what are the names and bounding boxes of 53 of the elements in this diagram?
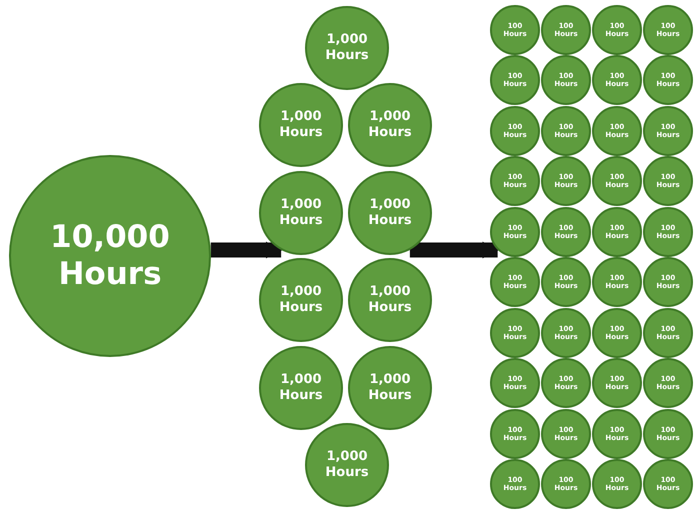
hours-circle: [490, 207, 540, 257]
hours-circle: [643, 106, 693, 156]
hours-circle: [643, 55, 693, 105]
circle-label: 10,000 Hours: [49, 218, 171, 294]
hours-circle: [592, 459, 642, 509]
circle-label: 1,000 Hours: [324, 32, 370, 64]
circle-label: 1,000 Hours: [278, 284, 324, 316]
hours-circle: [643, 5, 693, 55]
circle-label: 1,000 Hours: [278, 197, 324, 229]
arrow: [210, 242, 283, 258]
hours-circle: [541, 207, 591, 257]
hours-circle: [643, 308, 693, 358]
hours-circle: [592, 409, 642, 459]
hours-circle: [490, 156, 540, 206]
hours-circle: [592, 207, 642, 257]
hours-circle: [592, 106, 642, 156]
hours-circle: [592, 5, 642, 55]
hours-circle: [541, 257, 591, 307]
hours-circle: [643, 257, 693, 307]
hours-circle: [643, 358, 693, 408]
hours-circle: [592, 308, 642, 358]
hours-circle: [541, 459, 591, 509]
hours-circle: [643, 156, 693, 206]
circle-label: 1,000 Hours: [278, 109, 324, 141]
hours-circle: [643, 207, 693, 257]
hours-circle: [541, 5, 591, 55]
hours-circle: [490, 308, 540, 358]
hours-circle: [541, 55, 591, 105]
hours-circle: [541, 106, 591, 156]
circle-label: 1,000 Hours: [367, 284, 413, 316]
hours-circle: [490, 409, 540, 459]
hours-circle: [541, 308, 591, 358]
arrow: [410, 242, 500, 258]
hours-circle: [490, 358, 540, 408]
hours-circle: [490, 257, 540, 307]
hours-circle: [541, 156, 591, 206]
circle-label: 1,000 Hours: [367, 109, 413, 141]
circle-label: 1,000 Hours: [367, 197, 413, 229]
circle-label: 1,000 Hours: [278, 372, 324, 404]
hours-circle: [490, 106, 540, 156]
hours-circle: [490, 459, 540, 509]
hours-circle: [643, 459, 693, 509]
circle-label: 1,000 Hours: [324, 449, 370, 481]
hours-circle: [541, 409, 591, 459]
hours-circle: [643, 409, 693, 459]
hours-circle: [592, 358, 642, 408]
hours-circle: [490, 5, 540, 55]
hours-circle: [490, 55, 540, 105]
circle-label: 1,000 Hours: [367, 372, 413, 404]
hours-circle: [592, 156, 642, 206]
hours-circle: [592, 55, 642, 105]
hours-circle: [592, 257, 642, 307]
hours-circle: [541, 358, 591, 408]
